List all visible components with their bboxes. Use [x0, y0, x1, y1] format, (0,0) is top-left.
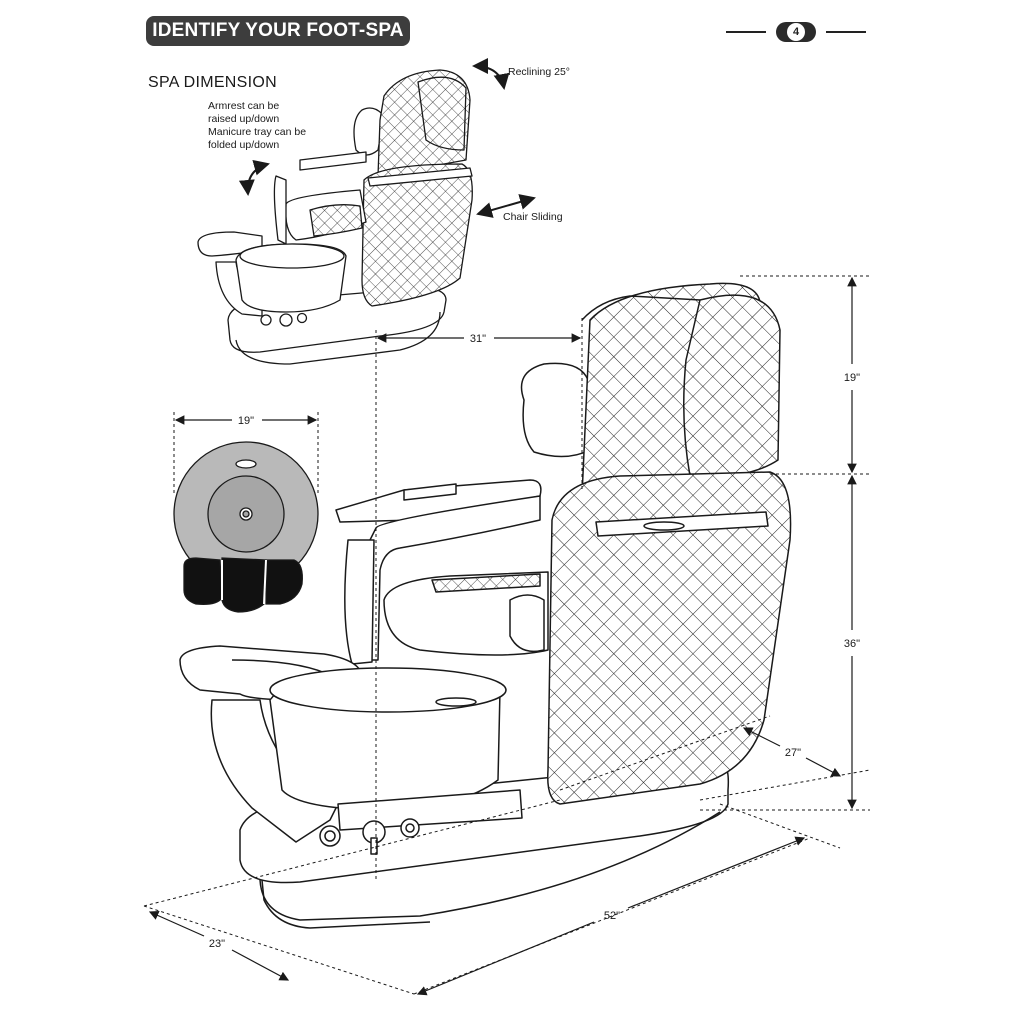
divider-left — [726, 31, 766, 33]
page-number-marker: 4 — [726, 20, 866, 44]
bowl-top-view — [173, 441, 319, 613]
back-height-label: 19" — [844, 372, 860, 384]
armrest-note-line: Armrest can be — [208, 100, 280, 112]
armrest-arrow — [238, 159, 270, 196]
dimension-lines — [143, 275, 871, 996]
page-number: 4 — [787, 23, 805, 41]
seat-width-label: 31" — [470, 333, 486, 345]
armrest-note-line: raised up/down — [208, 113, 280, 125]
reclining-note: Reclining 25° — [508, 66, 570, 78]
reclining-arrow — [472, 58, 510, 90]
sliding-arrow — [476, 194, 536, 218]
large-chair — [179, 282, 792, 929]
base-depth-label: 23" — [209, 938, 225, 950]
bowl-diameter-label: 19" — [238, 415, 254, 427]
armrest-note-line: Manicure tray can be — [208, 126, 307, 138]
armrest-note-line: folded up/down — [208, 139, 280, 151]
base-width-label: 27" — [785, 747, 801, 759]
small-chair — [197, 69, 473, 365]
page-title: IDENTIFY YOUR FOOT-SPA — [146, 16, 410, 46]
section-title: SPA DIMENSION — [148, 74, 277, 91]
seat-height-label: 36" — [844, 638, 860, 650]
bowl-dimension — [173, 412, 319, 496]
base-length-label: 52" — [604, 910, 620, 922]
armrest-note: Armrest can be raised up/down Manicure t… — [208, 100, 338, 152]
divider-right — [826, 31, 866, 33]
page-badge: 4 — [776, 22, 816, 42]
